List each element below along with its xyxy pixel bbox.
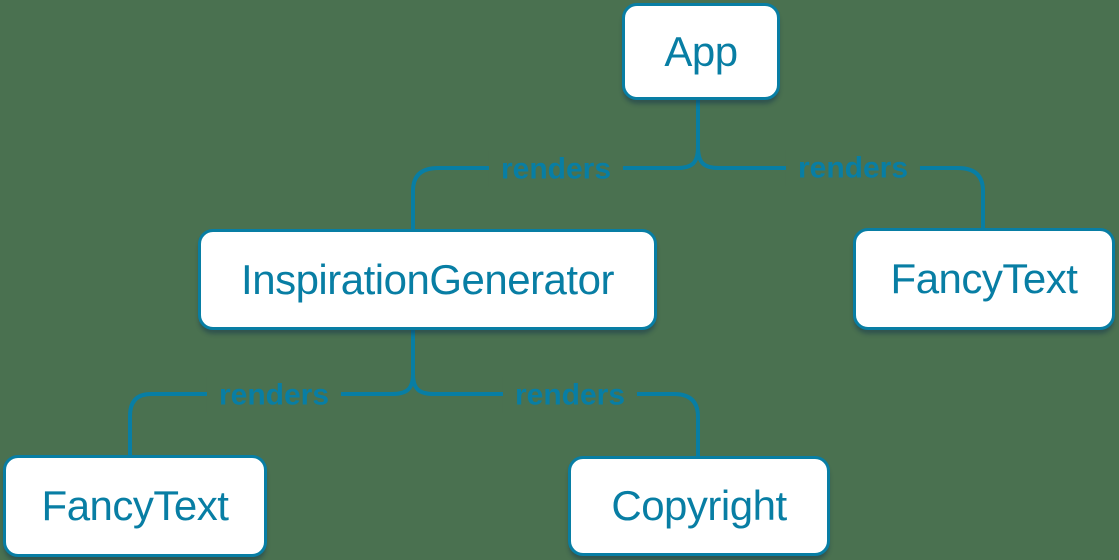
node-fancytext-right: FancyText [853,228,1115,330]
node-label: FancyText [890,255,1078,302]
node-label: Copyright [611,482,787,529]
edge-inspirationgenerator-to-fancytext [128,372,415,458]
edge-app-to-inspirationgenerator [411,145,700,232]
edge-label-app-fancytext: renders [785,149,921,187]
node-label: App [664,27,738,75]
node-copyright: Copyright [568,456,830,556]
node-label: InspirationGenerator [241,255,614,303]
node-app: App [622,3,780,100]
edge-label-app-inspirationgenerator: renders [488,150,624,188]
edge-label-inspirationgenerator-fancytext: renders [206,376,342,414]
node-label: FancyText [41,482,229,529]
node-inspirationgenerator: InspirationGenerator [198,229,657,330]
edge-label-inspirationgenerator-copyright: renders [502,376,638,414]
edge-app-to-fancytext [696,145,985,231]
edge-inspirationgenerator-to-copyright [411,372,700,459]
node-fancytext-left: FancyText [3,455,267,557]
